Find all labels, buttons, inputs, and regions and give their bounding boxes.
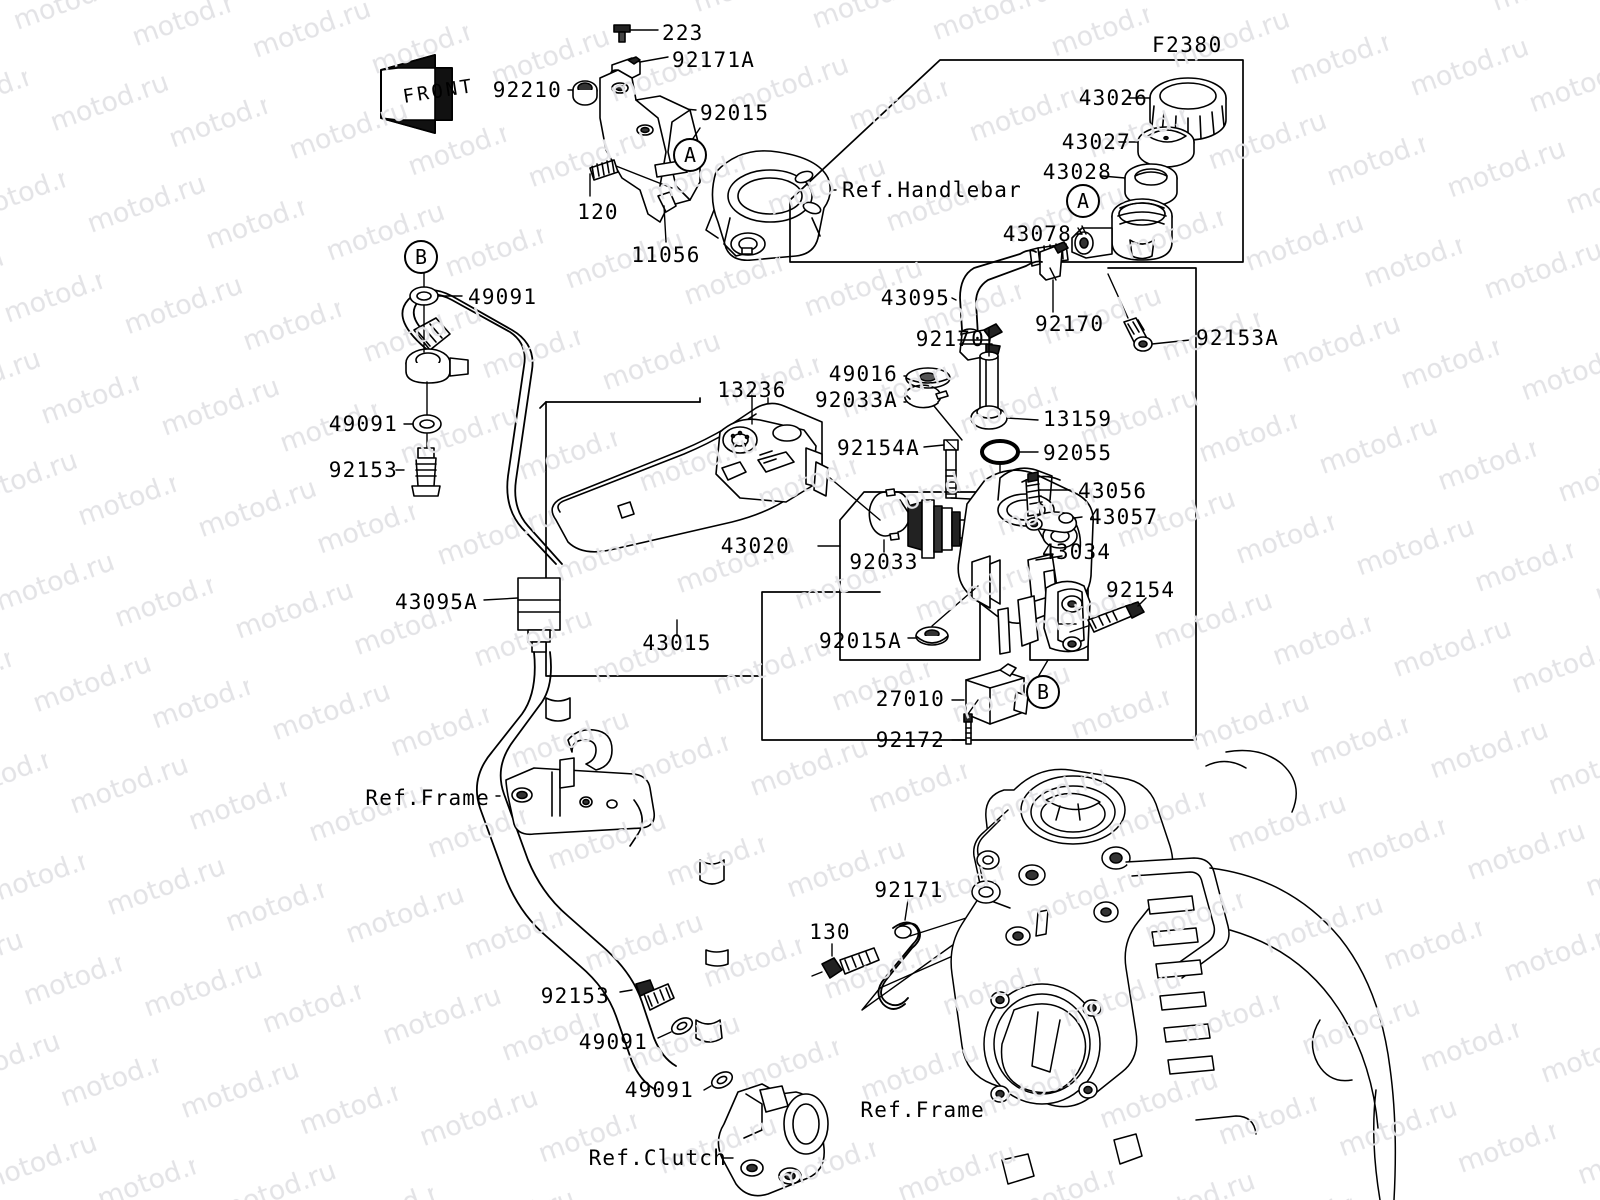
part-43027: 43027 (1061, 130, 1131, 154)
part-92153A: 92153A (1196, 326, 1280, 350)
ref-handlebar: Ref.Handlebar (842, 178, 1022, 202)
part-11056: 11056 (631, 243, 701, 267)
ref-frame-bot: Ref.Frame (860, 1098, 985, 1122)
ref-frame-mid: Ref.Frame (365, 786, 490, 810)
part-92153-bot: 92153 (540, 984, 610, 1008)
part-49016: 49016 (828, 362, 898, 386)
marker-a-reservoir: A (1066, 184, 1100, 218)
part-130: 130 (809, 920, 851, 944)
part-92170-b: 92170 (915, 327, 985, 351)
part-92171A: 92171A (672, 48, 756, 72)
part-92033A: 92033A (814, 388, 898, 412)
part-43095A: 43095A (394, 590, 478, 614)
part-92153-top: 92153 (328, 458, 398, 482)
part-92015: 92015 (700, 101, 770, 125)
part-92033: 92033 (849, 550, 919, 574)
ref-clutch: Ref.Clutch (588, 1146, 727, 1170)
part-43095: 43095 (880, 286, 950, 310)
part-13159: 13159 (1043, 407, 1113, 431)
part-223: 223 (662, 21, 704, 45)
part-43020: 43020 (720, 534, 790, 558)
part-27010: 27010 (875, 687, 945, 711)
part-43078: 43078 (1002, 222, 1072, 246)
part-92171: 92171 (874, 878, 944, 902)
part-49091-b2: 49091 (624, 1078, 694, 1102)
part-43034: 43034 (1042, 540, 1112, 564)
part-92154A: 92154A (836, 436, 920, 460)
part-49091-b1: 49091 (578, 1030, 648, 1054)
part-92170-a: 92170 (1035, 312, 1105, 336)
part-120: 120 (577, 200, 619, 224)
part-92210: 92210 (492, 78, 562, 102)
part-92015A: 92015A (818, 629, 902, 653)
part-49091-mid: 49091 (328, 412, 398, 436)
part-43026: 43026 (1078, 86, 1148, 110)
marker-b-switch: B (1026, 675, 1060, 709)
part-92055: 92055 (1043, 441, 1113, 465)
part-43028: 43028 (1042, 160, 1112, 184)
part-92154: 92154 (1106, 578, 1176, 602)
diagram-id: F2380 (1152, 33, 1223, 57)
part-13236: 13236 (717, 378, 787, 402)
part-92172: 92172 (875, 728, 945, 752)
part-43015: 43015 (642, 631, 712, 655)
part-43057: 43057 (1089, 505, 1159, 529)
part-43056: 43056 (1078, 479, 1148, 503)
part-49091-top: 49091 (468, 285, 538, 309)
marker-b-hose-top: B (404, 240, 438, 274)
marker-a-bracket: A (673, 138, 707, 172)
